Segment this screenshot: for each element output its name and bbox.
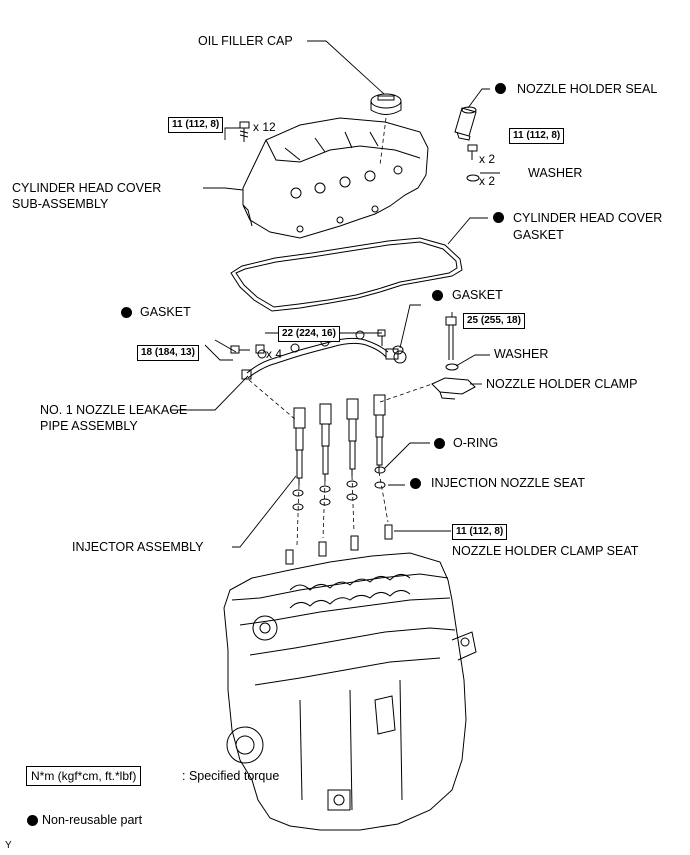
legend-non-reusable-dot <box>27 815 38 826</box>
non-reusable-dot <box>432 290 443 301</box>
injector-3-drawing <box>346 398 359 476</box>
pipe-bolt-18-drawing <box>230 345 250 354</box>
clamp-bolt-25-drawing <box>445 316 457 360</box>
torque-cover-bolts: 11 (112, 8) <box>168 117 224 133</box>
non-reusable-dot <box>410 478 421 489</box>
engine-block-drawing <box>223 552 477 831</box>
pipe-bolt-22-drawing <box>377 329 386 346</box>
torque-seal-bolts: 11 (112, 8) <box>509 128 565 144</box>
label-oil-filler-cap: OIL FILLER CAP <box>198 34 293 48</box>
injection-nozzle-seat-drawings <box>292 481 386 511</box>
o-ring-drawings <box>292 466 386 497</box>
label-cyl-head-cover-gasket-line1: CYLINDER HEAD COVER <box>513 211 663 225</box>
non-reusable-dot <box>495 83 506 94</box>
nozzle-holder-clamp-seat-drawings <box>285 524 393 565</box>
nozzle-holder-seal-drawing <box>454 106 477 141</box>
qty-seal-bolts: x 2 <box>479 152 496 166</box>
nozzle-holder-clamp-drawing <box>431 377 476 400</box>
label-nozzle-holder-seal: NOZZLE HOLDER SEAL <box>517 82 658 96</box>
washer-mid-drawing <box>445 363 459 371</box>
gasket-left-drawing <box>255 344 265 354</box>
label-injector-assembly: INJECTOR ASSEMBLY <box>72 540 204 554</box>
label-cyl-head-cover-line1: CYLINDER HEAD COVER <box>12 181 162 195</box>
gasket-right-drawing <box>392 345 404 355</box>
label-washer-top: WASHER <box>528 166 583 180</box>
footer-code: Y <box>5 840 12 851</box>
label-gasket-right: GASKET <box>452 288 503 302</box>
non-reusable-dot <box>434 438 445 449</box>
label-washer-mid: WASHER <box>494 347 549 361</box>
injector-1-drawing <box>293 407 306 485</box>
label-leakage-pipe-line1: NO. 1 NOZZLE LEAKAGE <box>40 403 188 417</box>
injector-4-drawing <box>373 394 386 472</box>
label-injection-nozzle-seat: INJECTION NOZZLE SEAT <box>431 476 585 490</box>
seal-bolt-drawing <box>467 144 478 160</box>
qty-washer: x 2 <box>479 174 496 188</box>
qty-pipe-bolts: x 4 <box>266 347 283 361</box>
oil-filler-cap-drawing <box>370 93 402 115</box>
label-nozzle-holder-clamp: NOZZLE HOLDER CLAMP <box>486 377 638 391</box>
non-reusable-dot <box>493 212 504 223</box>
cylinder-head-cover-drawing <box>242 117 429 239</box>
label-leakage-pipe-line2: PIPE ASSEMBLY <box>40 419 138 433</box>
label-cyl-head-cover-gasket-line2: GASKET <box>513 228 564 242</box>
torque-clamp-seat: 11 (112, 8) <box>452 524 508 540</box>
head-cover-gasket-drawing <box>230 237 463 312</box>
dashed-assembly-lines <box>248 117 433 546</box>
label-cyl-head-cover-line2: SUB-ASSEMBLY <box>12 197 109 211</box>
label-o-ring: O-RING <box>453 436 499 450</box>
torque-pipe-bolt-18: 18 (184, 13) <box>137 345 199 361</box>
legend-torque-desc: : Specified torque <box>182 769 280 783</box>
legend-non-reusable: Non-reusable part <box>42 813 143 827</box>
washer-top-drawing <box>466 174 480 182</box>
label-gasket-left: GASKET <box>140 305 191 319</box>
leader-lines <box>170 40 500 548</box>
non-reusable-dot <box>121 307 132 318</box>
qty-cover-bolts: x 12 <box>253 120 276 134</box>
legend-torque-unit: N*m (kgf*cm, ft.*lbf) <box>26 766 142 786</box>
torque-clamp-bolt-25: 25 (255, 18) <box>463 313 525 329</box>
torque-pipe-bolt-22: 22 (224, 16) <box>278 326 340 342</box>
label-nozzle-holder-clamp-seat: NOZZLE HOLDER CLAMP SEAT <box>452 544 639 558</box>
cover-bolt-drawing <box>239 121 250 142</box>
injector-2-drawing <box>319 403 332 481</box>
